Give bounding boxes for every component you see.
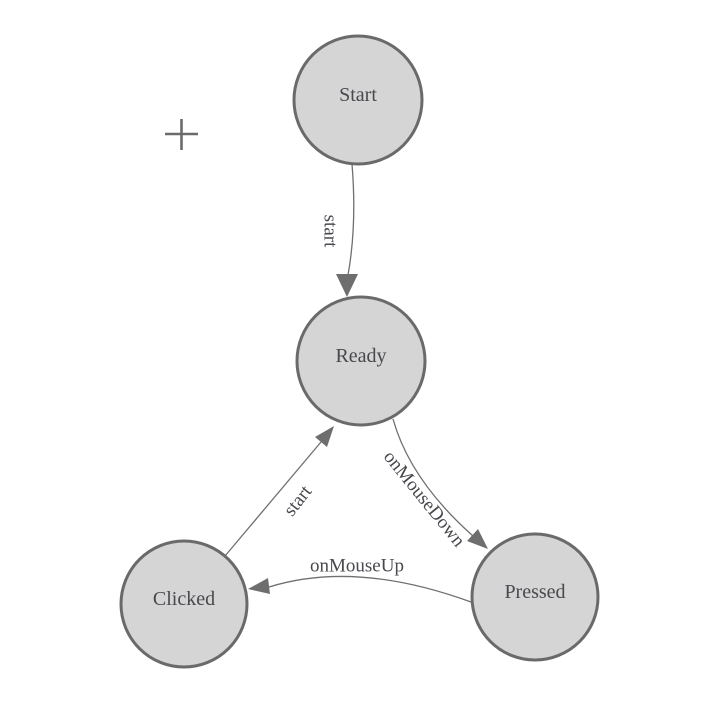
arrowhead-ready-to-pressed bbox=[467, 529, 488, 549]
node-layer: Start Ready Clicked Pressed bbox=[119, 34, 600, 669]
edge-start-to-ready[interactable] bbox=[347, 163, 355, 276]
edge-label-pressed-to-clicked: onMouseUp bbox=[310, 556, 404, 577]
state-circle-ready bbox=[295, 295, 427, 427]
plus-crosshair-icon bbox=[165, 119, 198, 150]
state-label-ready: Ready bbox=[335, 345, 386, 367]
state-node-ready[interactable]: Ready bbox=[295, 295, 427, 427]
state-label-start: Start bbox=[339, 84, 377, 106]
state-node-clicked[interactable]: Clicked bbox=[119, 539, 249, 669]
arrowhead-start-to-ready bbox=[336, 274, 358, 297]
state-node-start[interactable]: Start bbox=[292, 34, 424, 166]
arrowhead-clicked-to-ready bbox=[315, 426, 334, 447]
edge-clicked-to-ready[interactable] bbox=[224, 441, 322, 557]
state-label-clicked: Clicked bbox=[153, 588, 215, 610]
edge-pressed-to-clicked[interactable] bbox=[268, 575, 472, 603]
state-circle-pressed bbox=[470, 532, 600, 662]
edge-label-ready-to-pressed: onMouseDown bbox=[379, 447, 469, 552]
arrowhead-pressed-to-clicked bbox=[248, 578, 270, 594]
state-label-pressed: Pressed bbox=[504, 581, 565, 603]
state-node-pressed[interactable]: Pressed bbox=[470, 532, 600, 662]
state-circle-clicked bbox=[119, 539, 249, 669]
edge-label-clicked-to-ready: start bbox=[280, 481, 317, 520]
edge-ready-to-pressed[interactable] bbox=[392, 418, 474, 537]
edge-label-start-to-ready: start bbox=[320, 215, 341, 248]
state-circle-start bbox=[292, 34, 424, 166]
